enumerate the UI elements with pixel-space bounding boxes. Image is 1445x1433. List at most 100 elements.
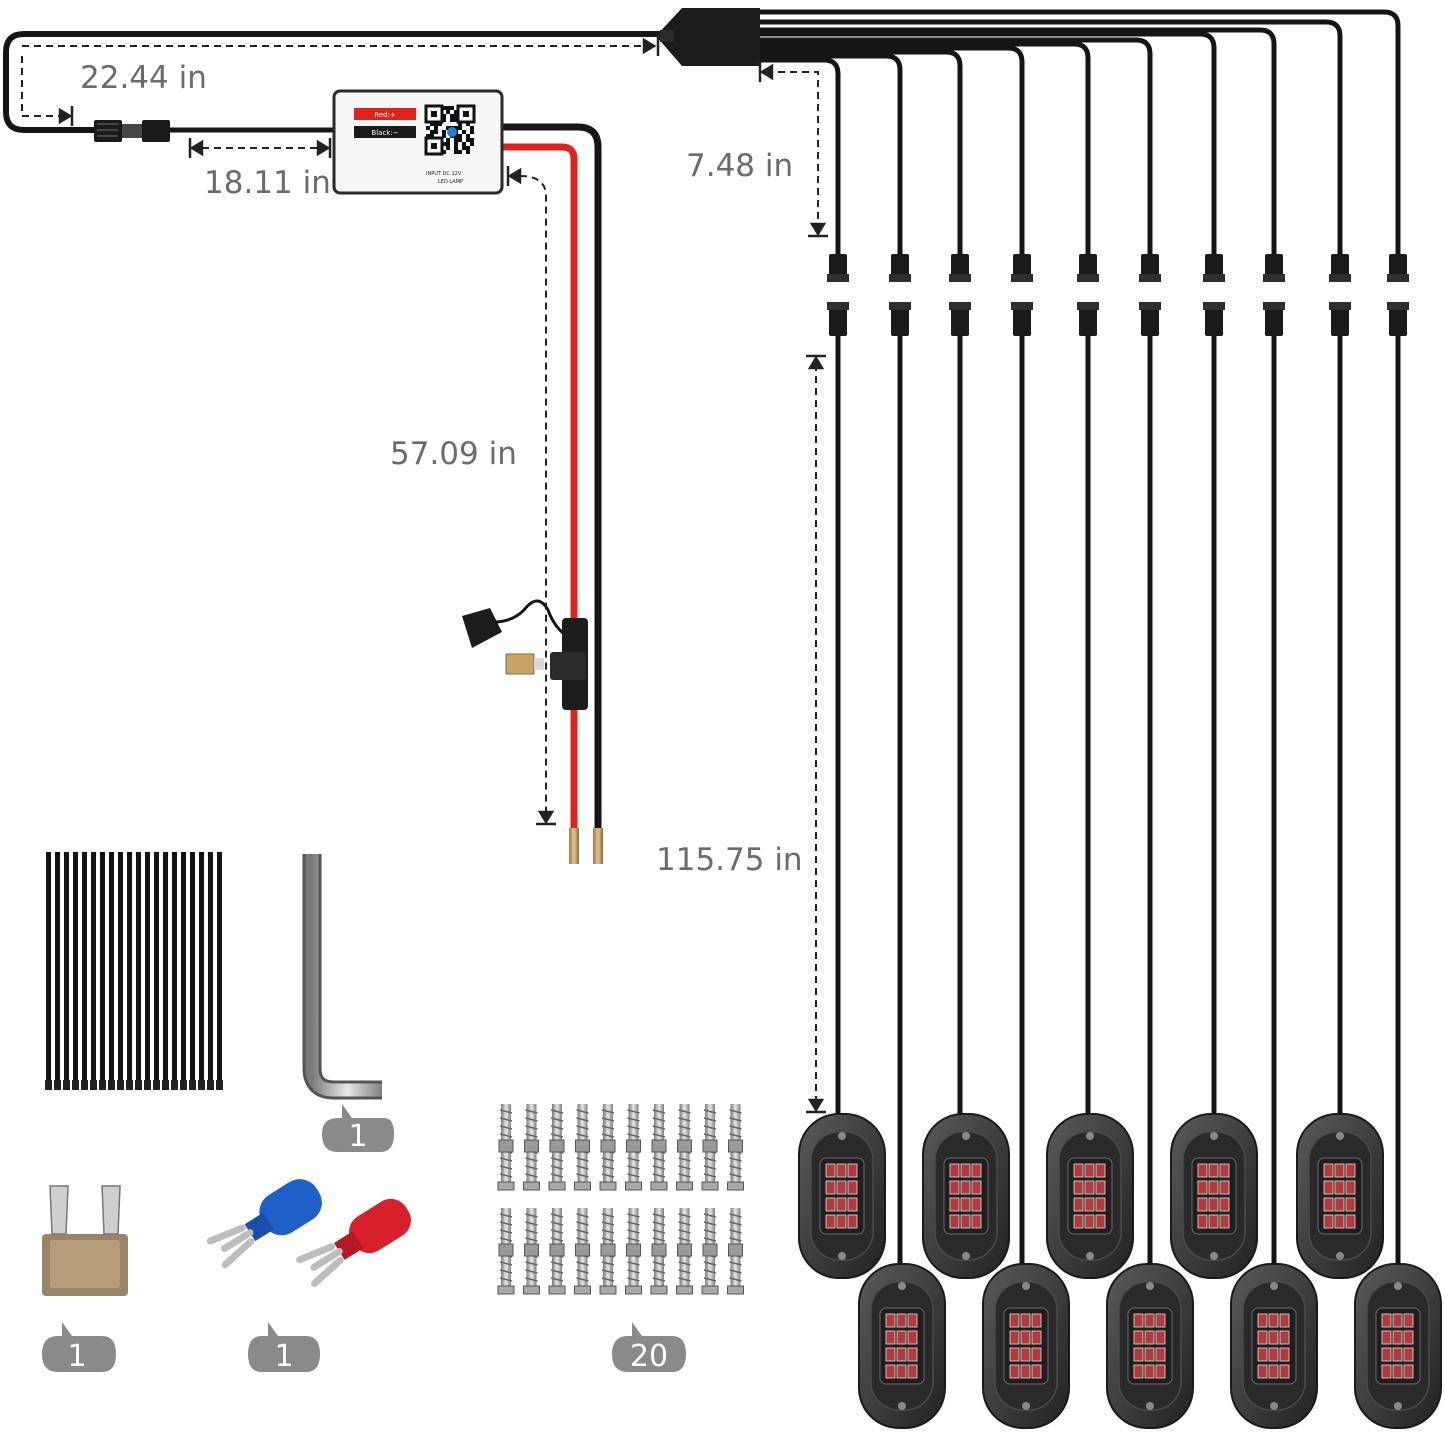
cable-tie <box>163 852 168 1088</box>
cable-tie <box>64 852 69 1088</box>
rock-light-pod-icon <box>1106 1263 1194 1429</box>
branch-wire <box>758 9 1401 258</box>
screw-icon <box>650 1208 668 1295</box>
rock-light-pod-icon <box>1296 1113 1384 1279</box>
pod-lead-wires <box>835 336 1401 1270</box>
cable-tie <box>82 852 87 1088</box>
screw-icon <box>727 1208 744 1295</box>
branch-wire <box>758 27 1277 258</box>
dim-label-branch-lead: 7.48 in <box>686 148 793 184</box>
cable-tie <box>208 852 213 1088</box>
rock-light-pods <box>798 1113 1442 1429</box>
spade-terminal-icon <box>206 1179 411 1287</box>
screw-icon <box>574 1104 591 1191</box>
cable-tie <box>136 852 141 1088</box>
inline-connector <box>94 120 170 142</box>
blade-fuse-icon <box>42 1185 128 1296</box>
badge-terminal-qty: 1 <box>274 1339 293 1374</box>
branch-wire <box>758 57 841 258</box>
screw-icon <box>523 1208 540 1295</box>
screw-icon <box>701 1208 719 1295</box>
screw-icon <box>574 1208 591 1295</box>
branch-wire <box>758 41 1091 258</box>
rock-light-pod-icon <box>1354 1263 1442 1429</box>
cable-tie <box>172 852 177 1088</box>
connector-icon <box>1263 254 1285 336</box>
screw-icon <box>625 1208 642 1295</box>
screw-icon <box>497 1208 515 1295</box>
cable-tie <box>190 852 195 1088</box>
branch-wire <box>758 19 1343 258</box>
screw-icon <box>650 1104 668 1191</box>
rock-light-pod-icon <box>858 1263 946 1429</box>
cable-tie <box>55 852 60 1088</box>
controller-box: Red:+ Black:− INPUT DC 12V LED LAMP <box>332 89 504 195</box>
cable-tie <box>127 852 132 1088</box>
cable-tie <box>91 852 96 1088</box>
connector-icon <box>1139 254 1161 336</box>
screw-icon <box>701 1104 719 1191</box>
dim-label-pod-lead: 115.75 in <box>656 842 803 878</box>
rock-light-pod-icon <box>1170 1113 1258 1279</box>
badge-hex-key-qty: 1 <box>348 1119 367 1154</box>
cable-tie <box>217 852 222 1088</box>
cable-tie <box>46 852 51 1088</box>
connector-icon <box>1329 254 1351 336</box>
cable-tie <box>100 852 105 1088</box>
cable-tie <box>199 852 204 1088</box>
badge-hex-key: 1 <box>322 1104 394 1154</box>
branch-connectors <box>827 254 1409 336</box>
rock-light-pod-icon <box>1046 1113 1134 1279</box>
main-cable <box>3 31 680 133</box>
cable-tie <box>118 852 123 1088</box>
red-terminal-tag <box>354 108 416 120</box>
cable-tie <box>181 852 186 1088</box>
controller-device-text: LED LAMP <box>438 179 463 185</box>
dim-label-controller-lead: 18.11 in <box>204 165 331 201</box>
dimension-lines <box>21 45 819 1104</box>
wiring-harness <box>3 9 1401 1270</box>
badge-screws: 20 <box>612 1322 686 1374</box>
rock-light-pod-icon <box>798 1113 886 1279</box>
dim-label-power-lead: 57.09 in <box>390 436 517 472</box>
connector-icon <box>1011 254 1033 336</box>
rock-light-pod-icon <box>1230 1263 1318 1429</box>
branch-wire <box>758 45 1025 258</box>
connector-icon <box>1203 254 1225 336</box>
branch-wire <box>758 37 1153 258</box>
screw-icon <box>497 1104 515 1191</box>
screw-icon <box>548 1208 566 1295</box>
dimension-ticks <box>58 36 828 1114</box>
connector-icon <box>1077 254 1099 336</box>
splitter-hub <box>656 8 760 66</box>
dim-main-cable <box>21 56 68 117</box>
screw-icon <box>625 1104 642 1191</box>
cable-tie <box>109 852 114 1088</box>
connector-icon <box>889 254 911 336</box>
screw-icon <box>676 1208 693 1295</box>
dim-label-main-cable: 22.44 in <box>80 60 207 96</box>
fuse-holder-loop <box>493 599 575 642</box>
badge-screws-qty: 20 <box>630 1339 668 1374</box>
cable-tie <box>73 852 78 1088</box>
badge-fuse: 1 <box>42 1322 116 1374</box>
black-terminal-tag <box>354 126 416 138</box>
cable-tie <box>145 852 150 1088</box>
badge-terminal: 1 <box>248 1322 320 1374</box>
power-lead-black <box>500 123 602 830</box>
branch-wire <box>758 49 963 258</box>
controller-input-text: INPUT DC 12V <box>426 171 462 177</box>
power-lead-red <box>500 143 578 830</box>
connector-icon <box>827 254 849 336</box>
red-terminal-label: Red:+ <box>374 111 396 119</box>
branch-wire <box>758 31 1217 258</box>
rock-light-pod-icon <box>922 1113 1010 1279</box>
connector-icon <box>1387 254 1409 336</box>
screw-set <box>497 1104 744 1295</box>
hex-key-icon <box>302 854 382 1100</box>
bare-wire-tips <box>569 828 603 864</box>
cable-tie <box>154 852 159 1088</box>
fuse-holder-icon <box>462 608 588 710</box>
black-terminal-label: Black:− <box>371 129 398 137</box>
